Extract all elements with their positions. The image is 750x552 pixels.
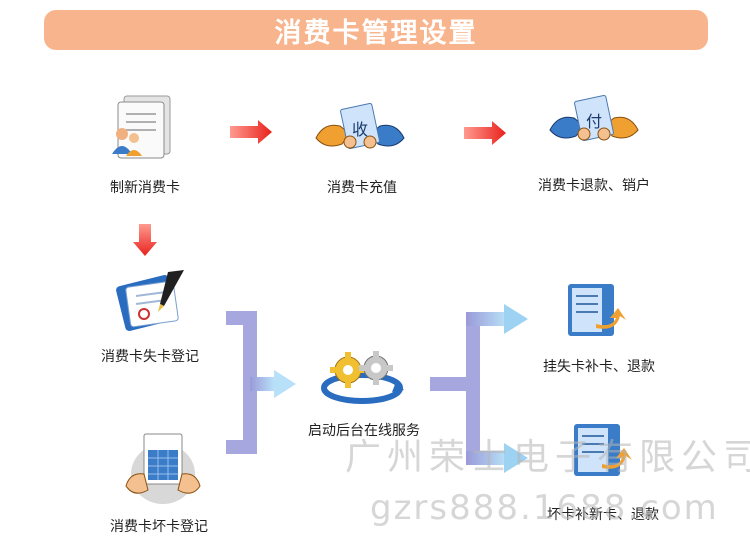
loss-register-folder-icon — [116, 270, 184, 331]
node-recharge-label: 消费卡充值 — [327, 180, 397, 196]
page-title-banner: 消费卡管理设置 — [44, 10, 708, 50]
node-loss-register-label: 消费卡失卡登记 — [101, 349, 199, 365]
merge-stem — [250, 377, 274, 391]
damaged-reissue-card-icon — [574, 424, 632, 476]
merge-bracket — [226, 311, 257, 454]
receive-glyph: 收 — [352, 120, 368, 139]
node-start-service-label: 启动后台在线服务 — [308, 423, 420, 439]
split-stem — [430, 377, 466, 391]
node-damaged-register-label: 消费卡坏卡登记 — [110, 519, 208, 535]
refund-handshake-icon: 付 — [549, 94, 639, 142]
damaged-register-document-icon — [125, 433, 201, 504]
arrow-to-service — [274, 370, 296, 398]
arrow-to-loss-reissue — [504, 304, 528, 334]
arrow-make-to-loss — [133, 224, 157, 256]
watermark-company: 广州荣士电子有限公司 — [345, 437, 750, 478]
new-card-document-icon — [112, 95, 171, 159]
node-refund-cancel-label: 消费卡退款、销户 — [538, 178, 650, 194]
page-title: 消费卡管理设置 — [274, 17, 478, 49]
pay-glyph: 付 — [586, 112, 602, 131]
node-damaged-reissue-label: 坏卡补新卡、退款 — [547, 507, 659, 523]
recharge-handshake-icon: 收 — [315, 102, 405, 150]
arrow-recharge-to-refund — [464, 121, 506, 145]
split-bottom-branch — [466, 451, 506, 465]
arrow-to-damaged-reissue — [504, 443, 528, 473]
service-gears-icon — [321, 351, 404, 404]
node-make-card-label: 制新消费卡 — [110, 180, 180, 196]
arrow-make-to-recharge — [230, 120, 272, 144]
node-loss-reissue-label: 挂失卡补卡、退款 — [543, 359, 655, 375]
loss-reissue-card-icon — [568, 284, 626, 336]
watermark-site: gzrs888.1688.com — [370, 488, 719, 528]
split-top-branch — [466, 312, 506, 326]
